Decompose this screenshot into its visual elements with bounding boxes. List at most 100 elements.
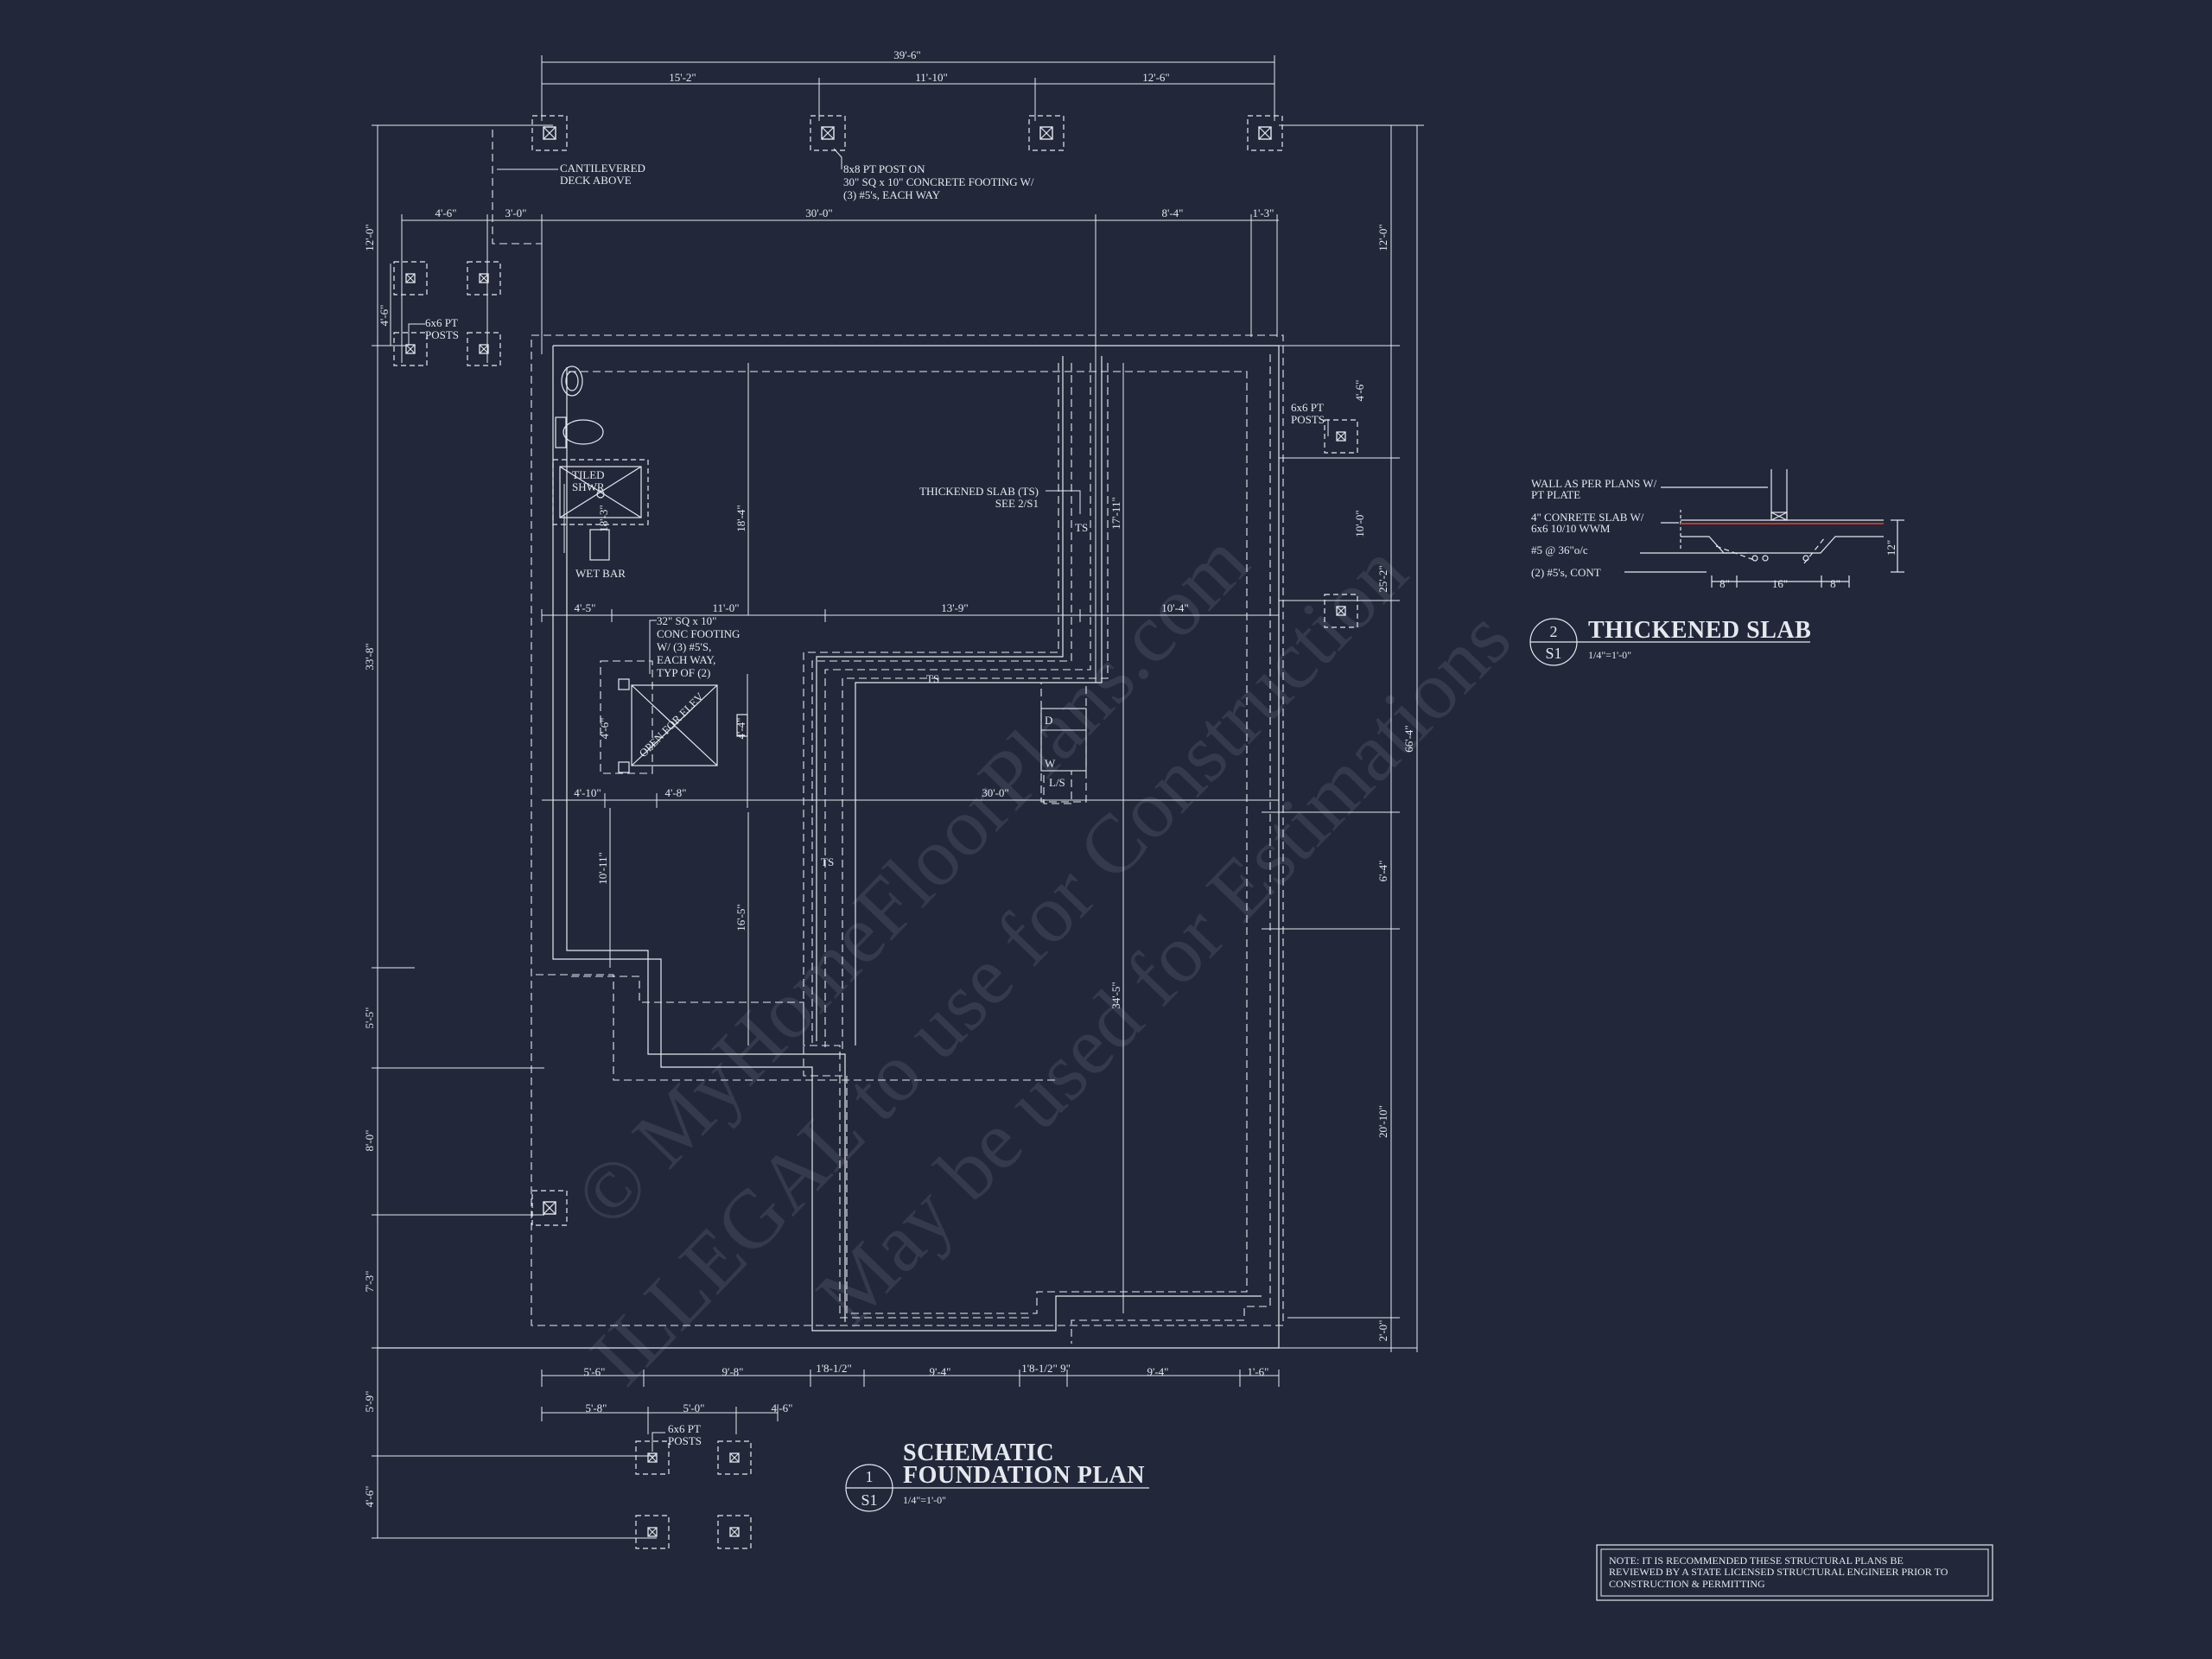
slab-outline-dashed bbox=[492, 130, 1284, 1344]
dim-label: 1'-6" bbox=[1248, 1365, 1269, 1378]
disclaimer-line: REVIEWED BY A STATE LICENSED STRUCTURAL … bbox=[1609, 1566, 1948, 1578]
detail-note: #5 @ 36"o/c bbox=[1531, 543, 1588, 556]
post-8x8 bbox=[1247, 115, 1283, 151]
dim-label: 30'-0" bbox=[805, 207, 832, 219]
label-dryer: D bbox=[1045, 714, 1052, 727]
dim-label: 12'-0" bbox=[363, 224, 376, 251]
dim-label: 9" bbox=[1060, 1362, 1071, 1375]
post-6x6 bbox=[717, 1515, 752, 1549]
dim-label: 4'-6" bbox=[772, 1402, 793, 1414]
note-thickened-slab: SEE 2/S1 bbox=[995, 497, 1039, 510]
note-footing: EACH WAY, bbox=[657, 653, 715, 666]
dim-top-seg: 15'-2" bbox=[669, 71, 696, 84]
disclaimer-box: NOTE: IT IS RECOMMENDED THESE STRUCTURAL… bbox=[1596, 1544, 1993, 1601]
label-tiled-shower: SHWR bbox=[572, 480, 605, 493]
note-footing: TYP OF (2) bbox=[657, 666, 710, 679]
dim-label: 1'8-1/2" bbox=[816, 1362, 852, 1375]
label-ts: TS bbox=[926, 672, 939, 685]
bathroom-fixtures bbox=[552, 365, 649, 561]
watermark-line-3: May be used for Estimations bbox=[799, 592, 1529, 1342]
plan-number: 1 bbox=[866, 1468, 874, 1485]
dim-label: 7'-3" bbox=[363, 1271, 376, 1293]
note-cantilever: DECK ABOVE bbox=[560, 174, 632, 187]
dim-label: 5'-6" bbox=[584, 1365, 606, 1378]
post-8x8 bbox=[1028, 115, 1065, 151]
post-8x8 bbox=[531, 115, 568, 151]
plan-title: SCHEMATIC bbox=[903, 1440, 1054, 1466]
note-thickened-slab: THICKENED SLAB (TS) bbox=[919, 485, 1039, 498]
dim-label: 18'-4" bbox=[734, 505, 747, 531]
note-posts: POSTS bbox=[668, 1434, 702, 1447]
note-post: (3) #5's, EACH WAY bbox=[843, 188, 941, 201]
dim-label: 10'-4" bbox=[1161, 601, 1188, 614]
label-ts: TS bbox=[1075, 521, 1088, 534]
note-footing: CONC FOOTING bbox=[657, 627, 740, 640]
detail-dim: 12" bbox=[1885, 540, 1897, 556]
plan-title: FOUNDATION PLAN bbox=[903, 1462, 1145, 1489]
note-cantilever: CANTILEVERED bbox=[560, 162, 645, 175]
detail-dim: 8" bbox=[1830, 577, 1840, 590]
detail-note: PT PLATE bbox=[1531, 488, 1580, 501]
dim-label: 30'-0" bbox=[982, 786, 1008, 799]
note-posts: POSTS bbox=[1291, 413, 1325, 426]
detail-number: 2 bbox=[1550, 623, 1558, 640]
disclaimer-line: CONSTRUCTION & PERMITTING bbox=[1609, 1578, 1765, 1590]
dim-label: 9'-4" bbox=[930, 1365, 951, 1378]
note-posts: 6x6 PT bbox=[1291, 401, 1324, 414]
plan-scale: 1/4"=1'-0" bbox=[903, 1494, 946, 1506]
dim-label: 5'-0" bbox=[683, 1402, 705, 1414]
detail-dim: 8" bbox=[1719, 577, 1730, 590]
detail-scale: 1/4"=1'-0" bbox=[1588, 649, 1631, 661]
dim-label: 20'-10" bbox=[1376, 1105, 1389, 1138]
label-washer: W bbox=[1045, 757, 1056, 770]
dim-label: 9'-8" bbox=[722, 1365, 744, 1378]
dim-label: 33'-8" bbox=[363, 643, 376, 670]
dim-label: 4'-8" bbox=[665, 786, 687, 799]
dim-label: 4'-6" bbox=[1353, 380, 1366, 402]
post-6x6 bbox=[635, 1515, 670, 1549]
detail-sheet: S1 bbox=[1545, 645, 1561, 662]
dim-label: 11'-0" bbox=[713, 601, 740, 614]
dim-label: 8'-0" bbox=[363, 1130, 376, 1152]
label-wet-bar: WET BAR bbox=[575, 567, 626, 580]
dim-label: 16'-5" bbox=[734, 904, 747, 931]
post-8x8 bbox=[531, 1190, 568, 1226]
plan-title-block: 1 S1 SCHEMATIC FOUNDATION PLAN 1/4"=1'-0… bbox=[845, 1440, 1149, 1512]
note-footing: W/ (3) #5'S, bbox=[657, 640, 711, 653]
post-8x8 bbox=[810, 115, 846, 151]
label-laundry-sink: L/S bbox=[1049, 776, 1065, 789]
thickened-slab-detail: WALL AS PER PLANS W/ PT PLATE 4" CONRETE… bbox=[1529, 469, 1904, 666]
dim-label: 4'-5" bbox=[575, 601, 596, 614]
dim-label: 8'-4" bbox=[1162, 207, 1184, 219]
label-ts: TS bbox=[821, 855, 834, 868]
detail-note: WALL AS PER PLANS W/ bbox=[1531, 477, 1657, 490]
elevator-opening bbox=[618, 678, 748, 773]
dim-label: 4'-6" bbox=[435, 207, 457, 219]
dim-top-seg: 12'-6" bbox=[1142, 71, 1169, 84]
note-post: 8x8 PT POST ON bbox=[843, 162, 925, 175]
disclaimer-line: NOTE: IT IS RECOMMENDED THESE STRUCTURAL… bbox=[1609, 1554, 1904, 1567]
dim-label: 10'-11" bbox=[596, 852, 609, 885]
dim-label: 3'-0" bbox=[505, 207, 527, 219]
dim-label: 18'-3" bbox=[597, 505, 610, 531]
dim-overall-top: 39'-6" bbox=[893, 48, 920, 61]
dim-top-seg: 11'-10" bbox=[915, 71, 948, 84]
note-posts: POSTS bbox=[425, 328, 459, 341]
note-post: 30" SQ x 10" CONCRETE FOOTING W/ bbox=[843, 175, 1034, 188]
post-6x6 bbox=[467, 332, 501, 366]
label-tiled-shower: TILED bbox=[572, 468, 605, 481]
dim-label: 34'-5" bbox=[1109, 982, 1122, 1008]
dim-label: 5'-8" bbox=[586, 1402, 607, 1414]
dim-label: 4'-4" bbox=[734, 718, 747, 740]
dim-label: 4'-6" bbox=[363, 1486, 376, 1508]
plan-sheet: S1 bbox=[861, 1491, 877, 1509]
detail-note: 6x6 10/10 WWM bbox=[1531, 522, 1611, 535]
post-6x6 bbox=[393, 261, 428, 296]
dim-label: 1'8-1/2" bbox=[1021, 1362, 1058, 1375]
dim-label: 5'-9" bbox=[363, 1391, 376, 1413]
detail-title: THICKENED SLAB bbox=[1588, 617, 1811, 644]
dim-label: 4'-6" bbox=[598, 718, 611, 740]
dim-label: 9'-4" bbox=[1147, 1365, 1169, 1378]
dim-label: 2'-0" bbox=[1376, 1320, 1389, 1342]
